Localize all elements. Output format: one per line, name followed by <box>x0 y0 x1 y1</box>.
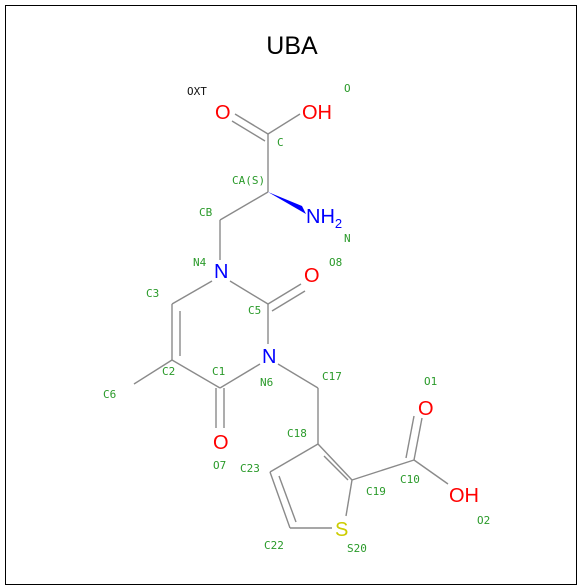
atom-label-c5: C5 <box>248 304 261 317</box>
atom-label-n: N <box>344 232 351 245</box>
atom-label-c22: C22 <box>264 539 284 552</box>
molecule-title: UBA <box>266 32 318 60</box>
element-o-carbonyl: O <box>215 102 231 124</box>
bond-c10-oh <box>413 459 449 485</box>
bond-c2-c1 <box>171 359 221 389</box>
atom-label-c10: C10 <box>400 473 420 486</box>
bond-c-oh <box>267 113 301 135</box>
atom-label-c3: C3 <box>146 287 159 300</box>
bond-c1-n6 <box>219 363 261 389</box>
atom-labels: OXT O C CA(S) CB N N4 O8 C3 C5 C2 C1 N6 … <box>103 82 490 555</box>
bond-c18-c23 <box>269 443 319 473</box>
atom-label-c1: C1 <box>212 365 225 378</box>
atom-label-n6: N6 <box>260 376 273 389</box>
bond-c19-s20 <box>345 479 353 517</box>
bond-c2-c6 <box>133 359 173 385</box>
bond-c-o-double-2 <box>231 120 266 142</box>
bond-c5-o8-1 <box>267 283 302 305</box>
bond-n6-c17 <box>277 363 319 389</box>
element-nh: NH2 <box>306 206 342 231</box>
element-n6: N <box>262 346 276 368</box>
bond-c23-c22-2 <box>278 475 297 523</box>
atom-label-c6: C6 <box>103 388 116 401</box>
bonds <box>133 113 449 529</box>
atom-label-o: O <box>344 82 351 95</box>
element-n4: N <box>214 261 228 283</box>
atom-label-o2: O2 <box>477 514 490 527</box>
wedge-bond-ca-n <box>268 192 306 214</box>
bond-c18-c19-1 <box>317 443 353 481</box>
bond-c5-o8-2 <box>271 290 306 312</box>
atom-label-oxt: OXT <box>187 85 207 98</box>
element-o7: O <box>213 432 229 454</box>
element-symbols: O OH NH2 N O N O O OH S <box>213 102 479 541</box>
bond-n4-c3 <box>171 280 213 305</box>
atom-label-c2: C2 <box>162 365 175 378</box>
atom-label-c18: C18 <box>287 427 307 440</box>
atom-label-c19: C19 <box>366 485 386 498</box>
bond-c-o-double-1 <box>234 113 269 135</box>
molecule-diagram: UBA <box>103 32 490 555</box>
atom-label-o1: O1 <box>424 375 437 388</box>
atom-label-cb: CB <box>199 206 213 219</box>
atom-label-ca: CA(S) <box>232 174 265 187</box>
bond-c23-c22-1 <box>269 471 291 529</box>
element-oh-acid: OH <box>302 102 332 124</box>
atom-label-n4: N4 <box>193 256 207 269</box>
element-o8: O <box>304 265 320 287</box>
atom-label-s20: S20 <box>347 542 367 555</box>
bond-ca-cb <box>219 191 269 221</box>
atom-label-c: C <box>277 136 284 149</box>
atom-label-o7: O7 <box>213 459 226 472</box>
bond-c18-c19-2 <box>323 455 349 481</box>
element-s: S <box>335 519 348 541</box>
bond-c10-o1-1 <box>413 417 423 461</box>
atom-label-o8: O8 <box>329 256 342 269</box>
atom-label-c17: C17 <box>322 370 342 383</box>
bond-n4-c5 <box>229 280 269 305</box>
element-o1: O <box>418 398 434 420</box>
molecule-viewer-frame: UBA <box>5 5 577 585</box>
element-oh-c10: OH <box>449 485 479 507</box>
bond-c19-c10 <box>351 459 415 481</box>
bond-c10-o1-2 <box>405 415 415 459</box>
atom-label-c23: C23 <box>240 462 260 475</box>
